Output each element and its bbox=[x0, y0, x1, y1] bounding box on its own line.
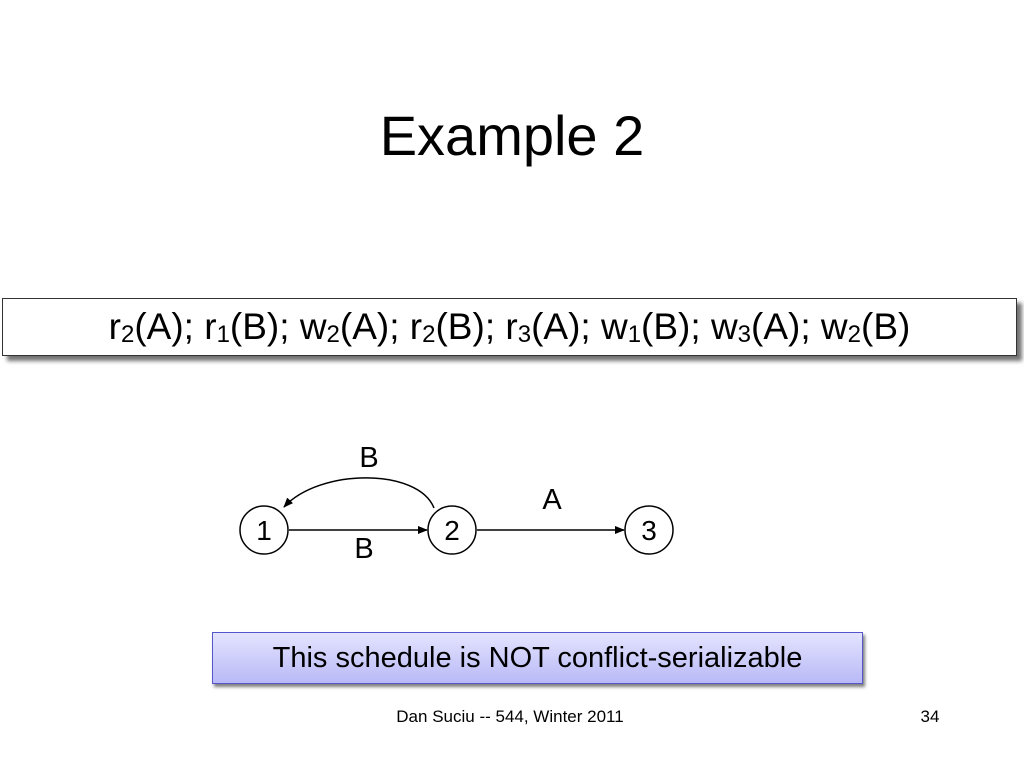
schedule-operation: w2(B) bbox=[820, 306, 911, 348]
schedule-operation: r2(B); bbox=[409, 306, 506, 348]
schedule-operation: w1(B); bbox=[600, 306, 711, 348]
slide-title: Example 2 bbox=[379, 104, 645, 167]
schedule-operation: w3(A); bbox=[710, 306, 821, 348]
edge-2-to-1 bbox=[283, 477, 435, 509]
node-3-label: 3 bbox=[641, 515, 657, 546]
footer-text: Dan Suciu -- 544, Winter 2011 bbox=[396, 707, 624, 726]
schedule-operation: r1(B); bbox=[204, 306, 300, 348]
schedule-operation: r3(A); bbox=[505, 306, 601, 348]
schedule-box: r2(A); r1(B); w2(A); r2(B); r3(A); w1(B)… bbox=[2, 298, 1017, 356]
schedule-operation: r2(A); bbox=[108, 306, 205, 348]
edge-1-to-2-label: B bbox=[354, 533, 373, 565]
schedule-operation: w2(A); bbox=[299, 306, 410, 348]
conclusion-text: This schedule is NOT conflict-serializab… bbox=[272, 641, 803, 674]
node-2-label: 2 bbox=[444, 515, 460, 546]
node-1-label: 1 bbox=[256, 515, 272, 546]
conclusion-box: This schedule is NOT conflict-serializab… bbox=[212, 632, 863, 684]
page-number: 34 bbox=[920, 707, 940, 726]
node-3: 3 bbox=[624, 505, 674, 555]
node-1: 1 bbox=[239, 505, 289, 555]
edge-2-to-3-label: A bbox=[542, 484, 562, 516]
node-2: 2 bbox=[427, 505, 477, 555]
edge-2-to-1-label: B bbox=[359, 442, 378, 474]
